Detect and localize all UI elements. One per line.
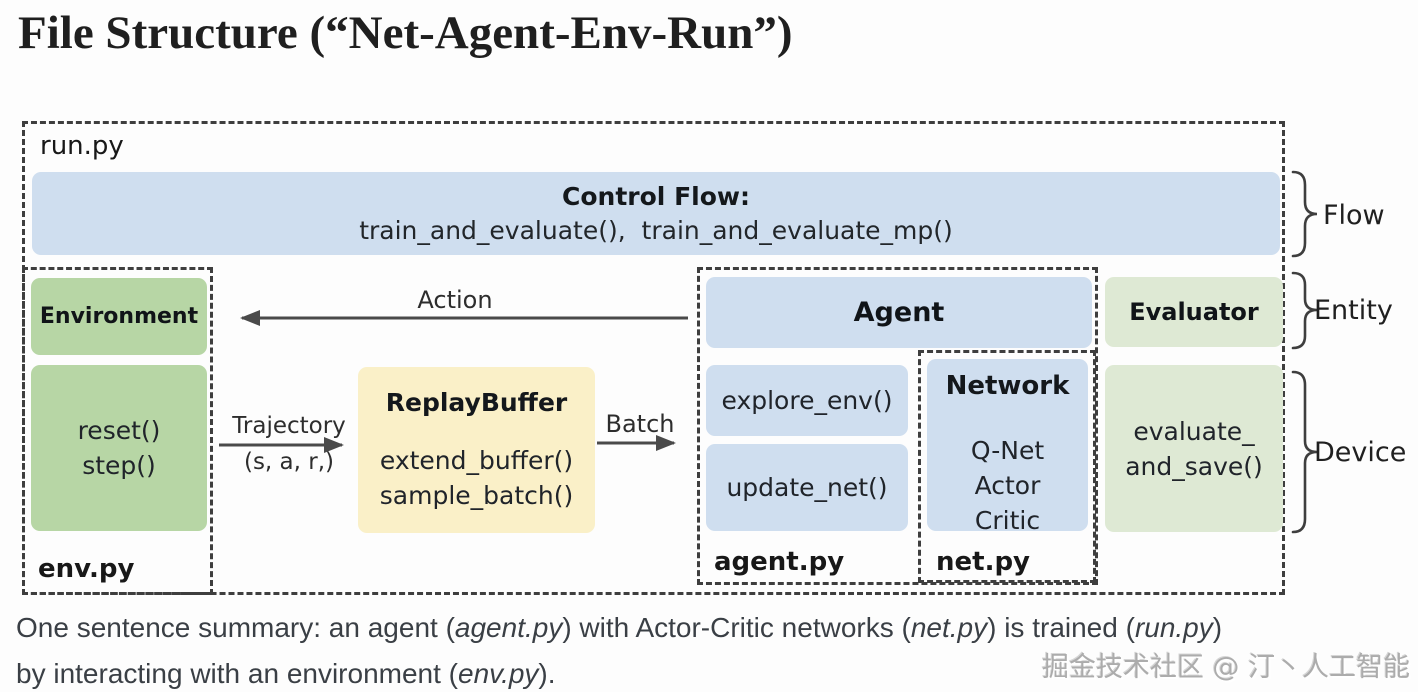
agent-entity-box: Agent xyxy=(706,277,1092,348)
trajectory-tuple-label: (s, a, r,) xyxy=(243,449,335,475)
run-py-label: run.py xyxy=(40,131,124,161)
network-item-actor: Actor xyxy=(974,471,1041,500)
batch-arrow-label: Batch xyxy=(605,410,675,438)
environment-label: Environment xyxy=(39,304,199,329)
control-flow-functions: train_and_evaluate(), train_and_evaluate… xyxy=(359,215,953,245)
summary-line-2: by interacting with an environment (env.… xyxy=(16,658,556,690)
env-py-container xyxy=(22,267,213,595)
net-py-container xyxy=(918,350,1096,583)
device-brace-label: Device xyxy=(1314,437,1407,468)
trajectory-arrow-label: Trajectory xyxy=(232,413,346,439)
network-item-critic: Critic xyxy=(974,506,1041,535)
network-item-qnet: Q-Net xyxy=(970,436,1045,465)
watermark: 掘金技术社区 @ 汀丶人工智能 xyxy=(1041,652,1410,683)
evaluator-label: Evaluator xyxy=(1129,298,1259,326)
summary-text: by interacting with an environment ( xyxy=(16,658,458,689)
replay-buffer-box: ReplayBuffer extend_buffer() sample_batc… xyxy=(358,367,595,533)
summary-text: One sentence summary: an agent ( xyxy=(16,612,455,643)
agent-method-explore-box: explore_env() xyxy=(706,365,908,436)
entity-brace-label: Entity xyxy=(1314,295,1393,326)
net-py-label: net.py xyxy=(936,547,1031,577)
action-arrow-label: Action xyxy=(417,286,493,314)
environment-entity-box: Environment xyxy=(31,278,207,355)
agent-py-container xyxy=(697,267,1098,585)
replay-buffer-title: ReplayBuffer xyxy=(385,387,568,417)
agent-method-update-box: update_net() xyxy=(706,444,908,531)
replay-buffer-method-sample: sample_batch() xyxy=(379,480,574,510)
network-title: Network xyxy=(945,371,1070,401)
summary-line-1: One sentence summary: an agent (agent.py… xyxy=(16,612,1222,644)
summary-text: ) is trained ( xyxy=(987,612,1135,643)
flow-brace-label: Flow xyxy=(1323,200,1385,231)
page-title: File Structure (“Net-Agent-Env-Run”) xyxy=(18,7,793,59)
agent-method-explore: explore_env() xyxy=(721,386,893,415)
summary-text: ) xyxy=(1212,612,1223,643)
network-box: Network Q-Net Actor Critic xyxy=(927,359,1088,535)
agent-py-label: agent.py xyxy=(714,547,845,577)
env-method-reset: reset() xyxy=(77,416,161,445)
evaluator-method-box: evaluate_ and_save() xyxy=(1105,365,1283,532)
agent-label: Agent xyxy=(853,297,945,328)
replay-buffer-method-extend: extend_buffer() xyxy=(379,445,574,475)
evaluator-entity-box: Evaluator xyxy=(1105,277,1283,347)
summary-run-py: run.py xyxy=(1134,612,1213,643)
summary-text: ) with Actor-Critic networks ( xyxy=(562,612,911,643)
env-py-label: env.py xyxy=(38,554,135,584)
env-method-step: step() xyxy=(82,451,156,480)
flow-brace xyxy=(1291,170,1318,258)
summary-text: ). xyxy=(538,658,556,689)
environment-methods-box: reset() step() xyxy=(31,365,207,531)
control-flow-box: Control Flow: train_and_evaluate(), trai… xyxy=(32,172,1280,255)
evaluator-method-line1: evaluate_ xyxy=(1133,416,1255,446)
summary-agent-py: agent.py xyxy=(454,612,563,643)
control-flow-heading: Control Flow: xyxy=(562,181,750,211)
agent-method-update: update_net() xyxy=(726,473,888,502)
evaluator-method-line2: and_save() xyxy=(1125,451,1263,481)
summary-env-py: env.py xyxy=(458,658,539,689)
summary-net-py: net.py xyxy=(910,612,988,643)
